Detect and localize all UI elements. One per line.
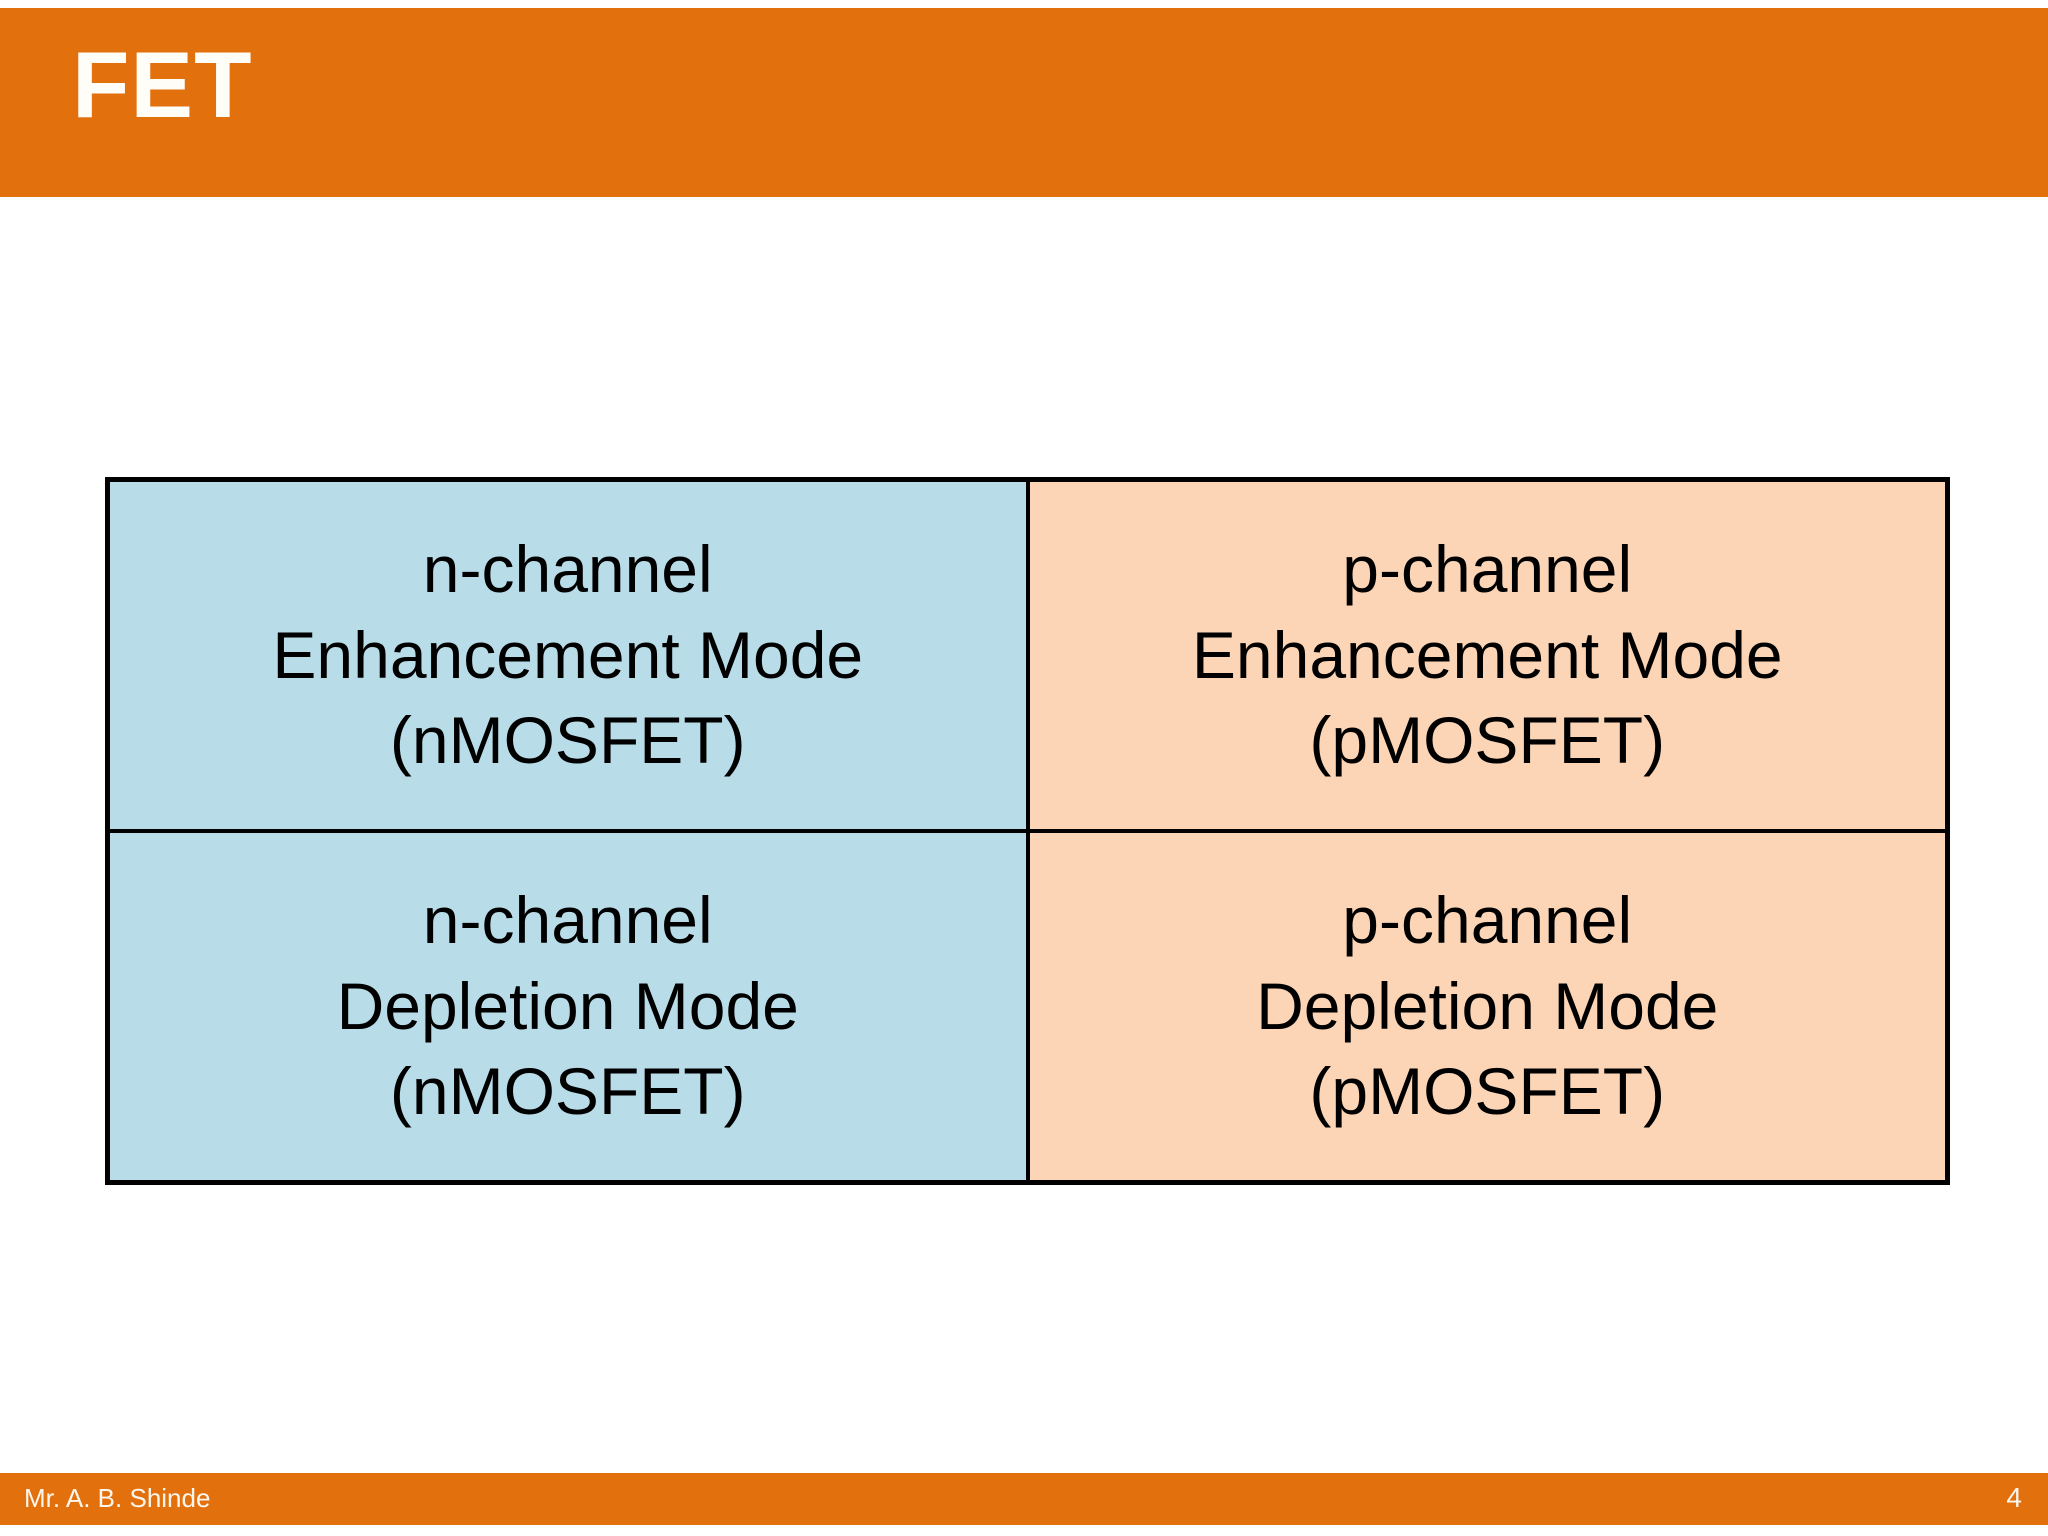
cell-device-label: (nMOSFET) — [389, 1054, 746, 1129]
table-row: n-channel Enhancement Mode (nMOSFET) p-c… — [105, 477, 1950, 833]
cell-device-label: (nMOSFET) — [389, 703, 746, 778]
cell-channel-label: p-channel — [1342, 882, 1633, 957]
cell-channel-label: n-channel — [422, 531, 713, 606]
cell-channel-label: n-channel — [422, 882, 713, 957]
slide-footer-band: Mr. A. B. Shinde 4 — [0, 1473, 2048, 1525]
mosfet-classification-table: n-channel Enhancement Mode (nMOSFET) p-c… — [105, 477, 1950, 1185]
footer-page-number: 4 — [2006, 1482, 2022, 1513]
cell-mode-label: Depletion Mode — [1256, 968, 1719, 1043]
slide-content-area: n-channel Enhancement Mode (nMOSFET) p-c… — [0, 197, 2048, 1473]
cell-n-channel-depletion: n-channel Depletion Mode (nMOSFET) — [105, 829, 1030, 1185]
cell-p-channel-depletion: p-channel Depletion Mode (pMOSFET) — [1025, 829, 1950, 1185]
cell-mode-label: Depletion Mode — [336, 968, 799, 1043]
footer-author-label: Mr. A. B. Shinde — [24, 1483, 211, 1513]
cell-mode-label: Enhancement Mode — [1191, 617, 1783, 692]
cell-device-label: (pMOSFET) — [1309, 1054, 1666, 1129]
cell-device-label: (pMOSFET) — [1309, 703, 1666, 778]
page-title: FET — [72, 32, 253, 137]
cell-mode-label: Enhancement Mode — [272, 617, 864, 692]
cell-n-channel-enhancement: n-channel Enhancement Mode (nMOSFET) — [105, 477, 1030, 833]
slide-header-band: FET — [0, 8, 2048, 197]
table-row: n-channel Depletion Mode (nMOSFET) p-cha… — [105, 829, 1950, 1185]
cell-p-channel-enhancement: p-channel Enhancement Mode (pMOSFET) — [1025, 477, 1950, 833]
cell-channel-label: p-channel — [1342, 531, 1633, 606]
